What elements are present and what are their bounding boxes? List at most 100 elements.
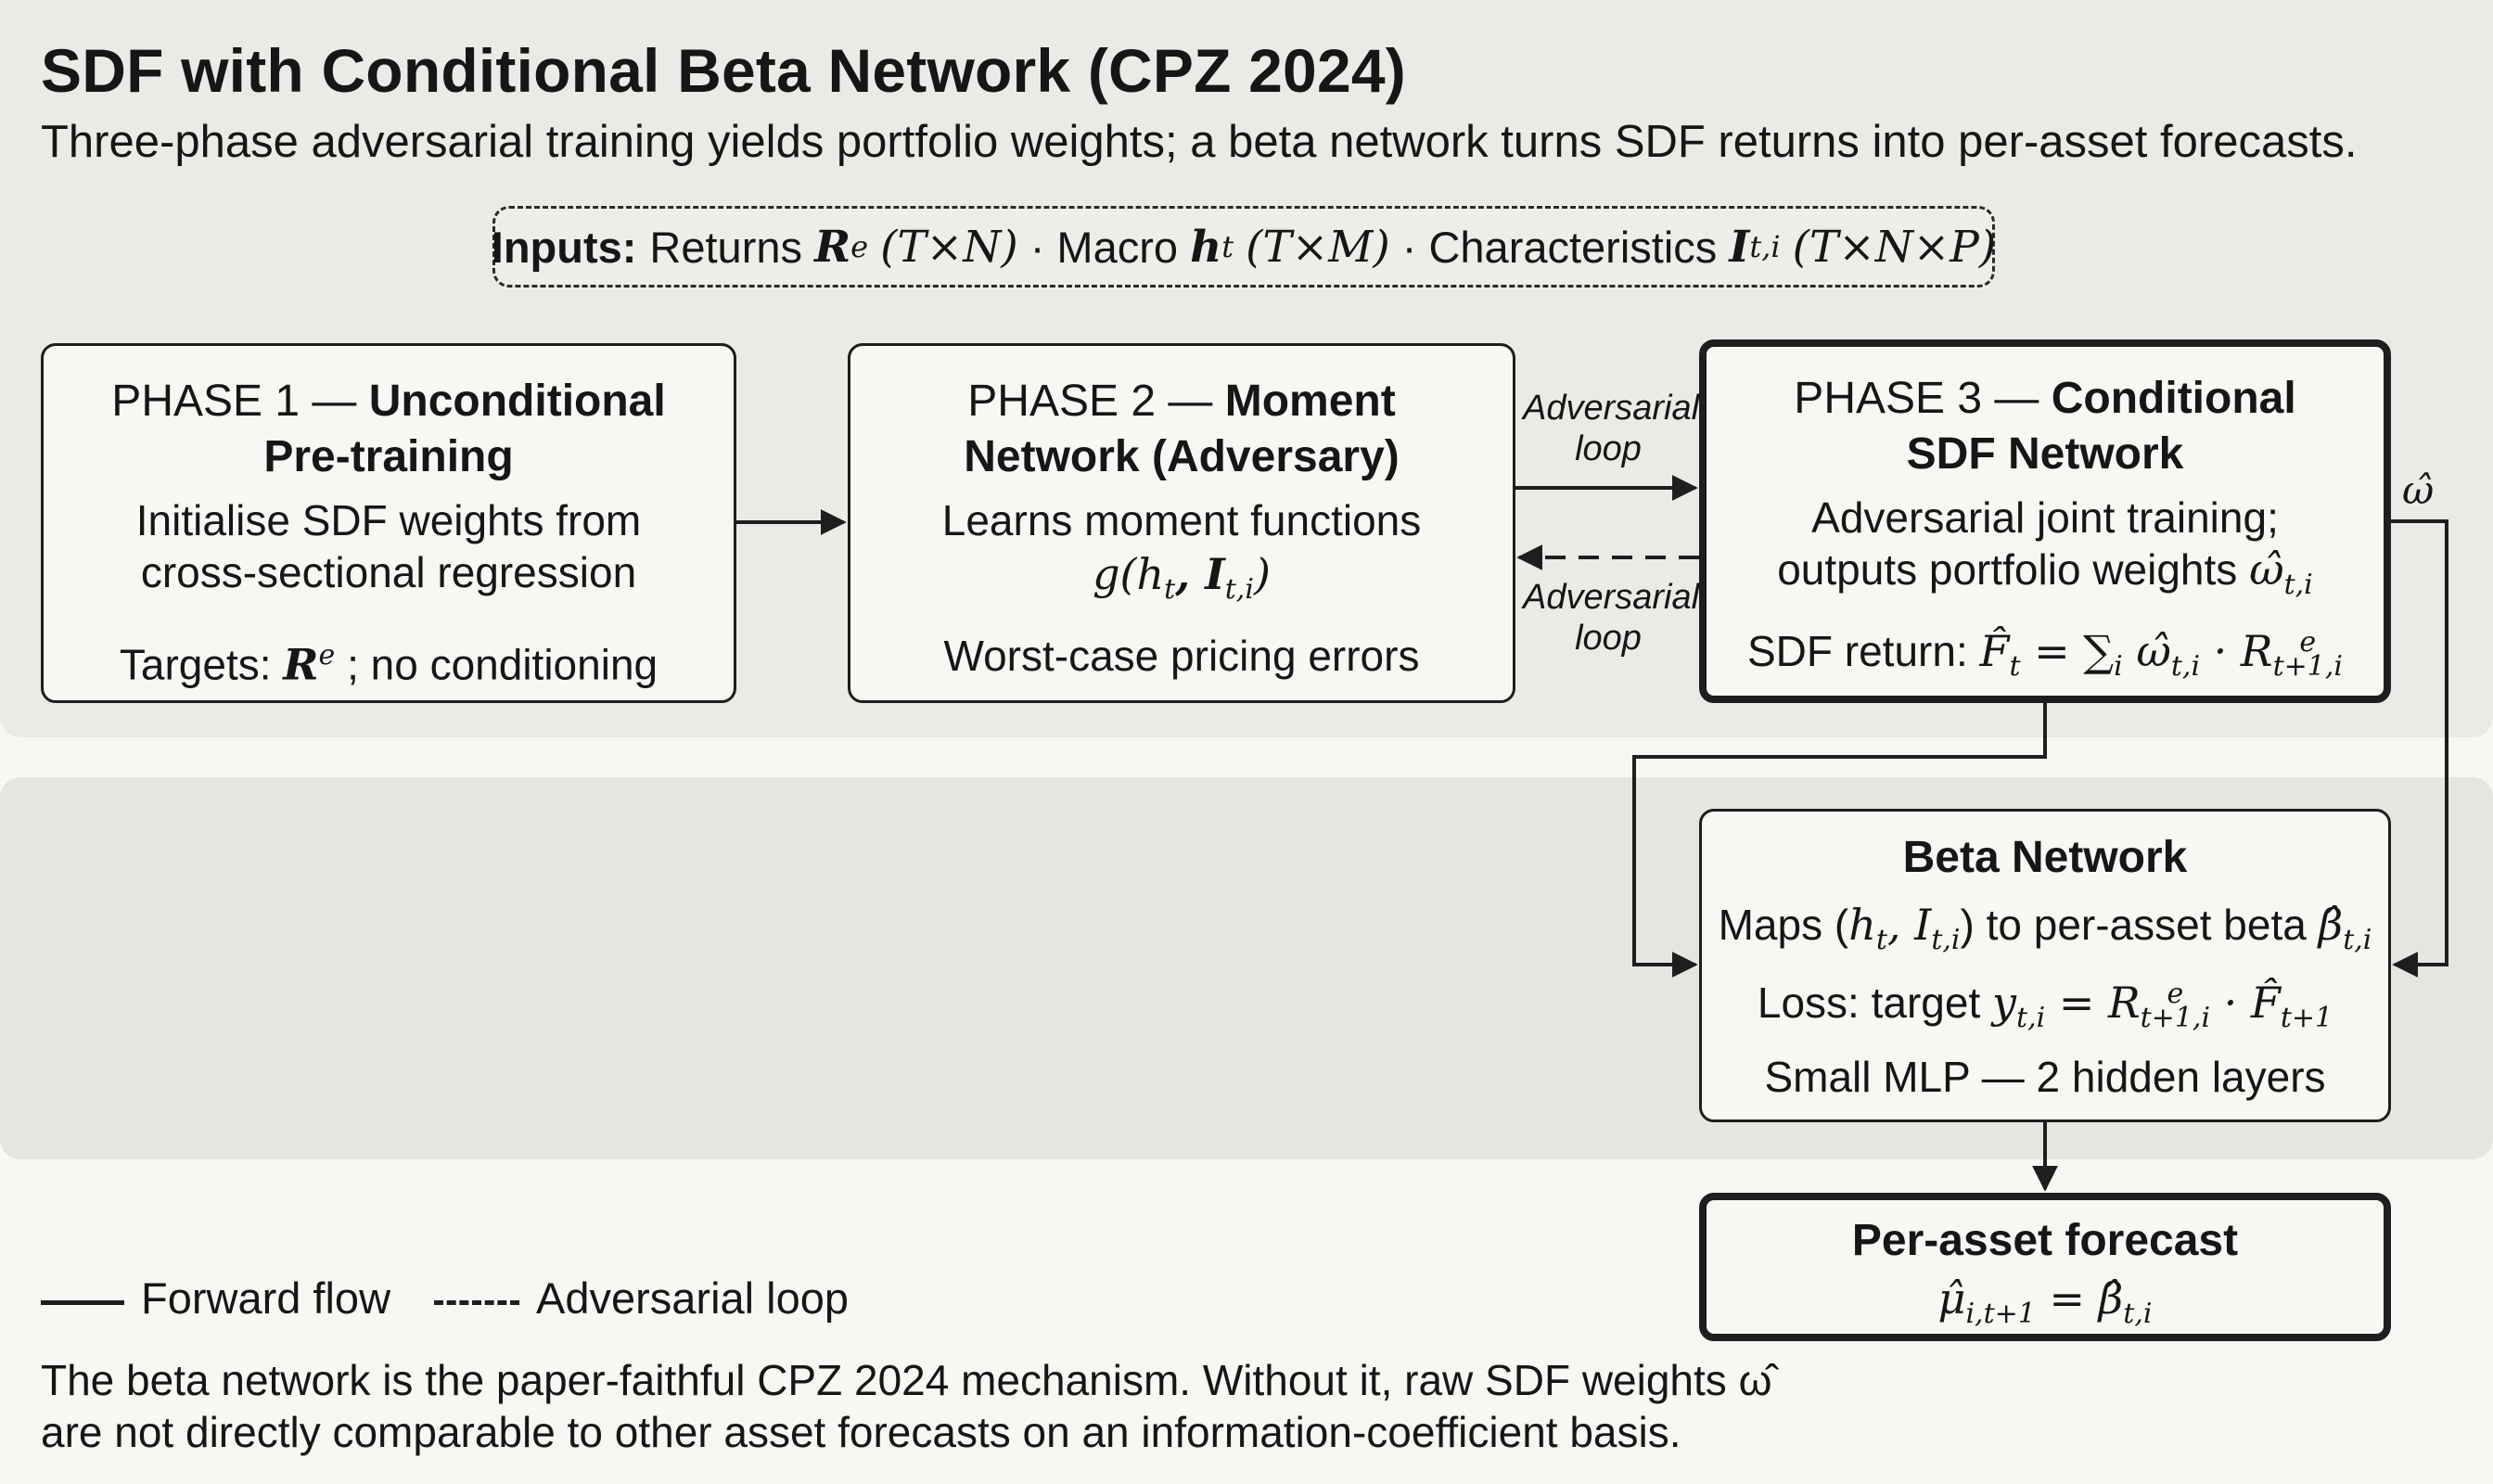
inputs-macro-sub: t: [1221, 229, 1234, 264]
beta-map-h-sub: t: [1875, 924, 1887, 957]
phase3-name-a: Conditional: [2051, 374, 2296, 423]
beta-map-i-sub: t,i: [1931, 924, 1961, 957]
inputs-macro-text: · Macro: [1029, 222, 1179, 272]
loop-bottom-text: Adversarial loop: [1523, 578, 1700, 658]
phase2-name-b: Network (Adversary): [964, 432, 1400, 481]
inputs-chars-text: · Characteristics: [1401, 222, 1718, 272]
phase1-box: PHASE 1 — Unconditional Pre-training Ini…: [41, 343, 736, 703]
beta-loss-f-sub: t+1: [2280, 1002, 2333, 1035]
phase3-box: PHASE 3 — Conditional SDF Network Advers…: [1699, 339, 2391, 703]
phase1-targets: Targets: Re ; no conditioning: [44, 630, 734, 690]
legend-dashed-line: [434, 1300, 519, 1305]
footnote-line2: are not directly comparable to other ass…: [41, 1408, 1681, 1456]
page-subtitle: Three-phase adversarial training yields …: [41, 117, 2358, 167]
footnote-line1: The beta network is the paper-faithful C…: [41, 1356, 1772, 1404]
inputs-macro-dim: (T×M): [1246, 221, 1390, 273]
phase1-targets-sup: e: [318, 639, 336, 672]
phase2-formula-mid: , I: [1175, 549, 1225, 599]
inputs-label: Inputs:: [491, 222, 637, 272]
phase3-sdf-r-sub: t+1,i: [2272, 649, 2343, 683]
beta-loss-r-sup: e: [2167, 977, 2184, 1010]
phase2-prefix: PHASE 2 —: [967, 377, 1213, 426]
phase3-prefix: PHASE 3 —: [1794, 374, 2039, 423]
adversarial-loop-label-top: Adversarial loop: [1523, 388, 1699, 469]
phase1-prefix: PHASE 1 —: [111, 377, 357, 426]
phase3-title-line2: SDF Network: [1707, 427, 2384, 482]
phase2-formula-sub1: t: [1164, 573, 1176, 607]
phase1-title-line2: Pre-training: [44, 429, 734, 485]
phase3-omega-sub: t,i: [2283, 569, 2313, 602]
beta-loss-y: y: [1992, 978, 2017, 1028]
inputs-chars-symbol: I: [1729, 221, 1750, 273]
phase1-desc-b: cross-sectional regression: [140, 548, 637, 596]
page-title: SDF with Conditional Beta Network (CPZ 2…: [41, 36, 1406, 105]
forecast-name: Per-asset forecast: [1851, 1216, 2239, 1265]
beta-map-line: Maps (ht, It,i) to per-asset beta β̂t,i: [1702, 899, 2388, 966]
adversarial-loop-label-bottom: Adversarial loop: [1523, 577, 1699, 659]
phase1-name-a: Unconditional: [368, 377, 666, 426]
phase3-sdf-label: SDF return:: [1747, 627, 1968, 675]
phase3-sdf-f: F̂: [1979, 626, 2010, 676]
phase3-sdf-sum-sub: i: [2114, 650, 2123, 684]
beta-map-beta: β̂: [2318, 900, 2344, 950]
phase3-desc-b-text: outputs portfolio weights: [1777, 545, 2238, 594]
beta-loss-r-sub: t+1,i: [2140, 1001, 2211, 1034]
beta-network-box: Beta Network Maps (ht, It,i) to per-asse…: [1699, 809, 2391, 1122]
beta-title: Beta Network: [1702, 830, 2388, 886]
phase2-formula-end: ): [1253, 549, 1271, 599]
phase1-targets-symbol: R: [283, 639, 319, 690]
footnote: The beta network is the paper-faithful C…: [41, 1354, 1803, 1458]
phase3-name-b: SDF Network: [1906, 429, 2184, 479]
phase1-name-b: Pre-training: [263, 432, 514, 481]
legend-solid-line: [41, 1300, 124, 1305]
phase2-title-line2: Network (Adversary): [850, 429, 1513, 485]
beta-mlp: Small MLP — 2 hidden layers: [1764, 1053, 2326, 1101]
beta-loss-label: Loss: target: [1757, 979, 1981, 1027]
beta-loss-eq: = R: [2045, 978, 2141, 1028]
loop-top-text: Adversarial loop: [1523, 389, 1700, 468]
beta-loss-dot: · F̂: [2210, 978, 2281, 1028]
phase3-sdf-dot: · R: [2200, 626, 2273, 676]
phase3-sdf-f-sub: t: [2009, 650, 2021, 684]
inputs-returns-text: Returns: [649, 222, 802, 272]
phase2-desc-c: Worst-case pricing errors: [943, 632, 1420, 680]
forecast-box: Per-asset forecast μ̂i,t+1 = β̂t,i: [1699, 1193, 2391, 1341]
phase1-targets-rest: ; no conditioning: [347, 640, 658, 689]
inputs-chars-sub: t,i: [1749, 229, 1781, 264]
forecast-eq: = β̂: [2035, 1273, 2124, 1324]
beta-map-comma: , I: [1886, 900, 1932, 950]
phase3-sdf-w: ω̂: [2122, 626, 2171, 676]
phase3-omega: ω̂: [2249, 544, 2284, 595]
phase2-formula-sub2: t,i: [1224, 573, 1254, 607]
phase3-sdf-eq: = ∑: [2020, 626, 2115, 676]
legend-adversarial: Adversarial loop: [536, 1273, 850, 1323]
phase2-name-a: Moment: [1224, 377, 1396, 426]
forecast-mu-sub: i,t+1: [1965, 1298, 2036, 1331]
beta-map-a: Maps (: [1718, 901, 1849, 949]
phase3-desc-a: Adversarial joint training;: [1811, 493, 2279, 542]
phase1-title-line1: PHASE 1 — Unconditional: [44, 374, 734, 429]
forecast-beta-sub: t,i: [2123, 1298, 2153, 1331]
phase2-title-line1: PHASE 2 — Moment: [850, 374, 1513, 429]
beta-name: Beta Network: [1902, 833, 2188, 882]
phase1-targets-label: Targets:: [119, 640, 272, 689]
phase2-desc-a: Learns moment functions: [941, 496, 1422, 544]
phase2-formula-g: g(h: [1093, 549, 1165, 599]
inputs-macro-symbol: h: [1190, 221, 1222, 273]
beta-map-b: ) to per-asset beta: [1960, 901, 2307, 949]
legend-forward: Forward flow: [141, 1273, 391, 1323]
inputs-returns-symbol: R: [814, 221, 851, 273]
inputs-returns-sup: e: [850, 229, 869, 264]
beta-map-beta-sub: t,i: [2343, 924, 2372, 957]
omega-label: ω̂: [2402, 467, 2435, 513]
forecast-mu: μ̂: [1937, 1273, 1966, 1324]
inputs-returns-dim: (T×N): [880, 221, 1018, 273]
forecast-title: Per-asset forecast: [1707, 1213, 2384, 1269]
forecast-formula: μ̂i,t+1 = β̂t,i: [1707, 1273, 2384, 1340]
phase3-desc-b: outputs portfolio weights ω̂t,i: [1707, 544, 2384, 611]
